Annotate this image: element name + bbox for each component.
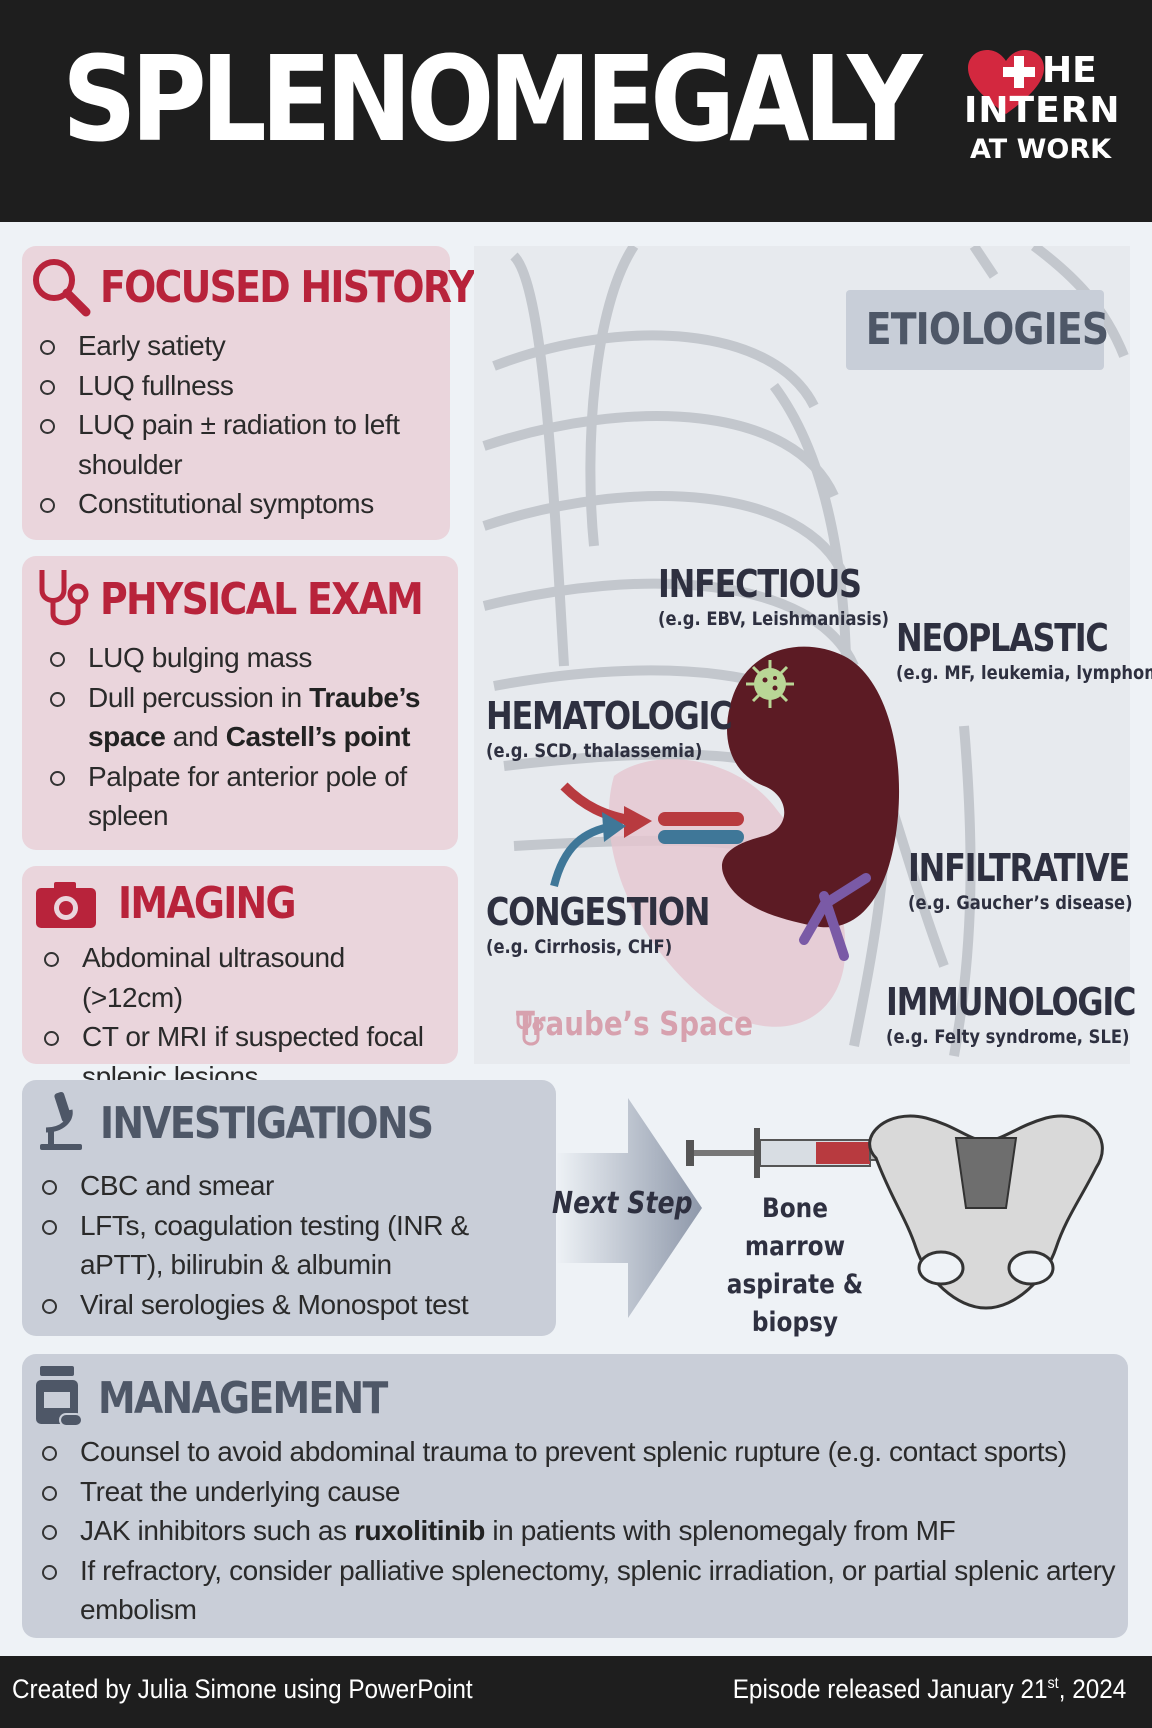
antibody-icon xyxy=(799,873,871,961)
management-title: MANAGEMENT xyxy=(98,1372,388,1424)
stethoscope-icon xyxy=(39,570,89,626)
etiology-hematologic: HEMATOLOGIC (e.g. SCD, thalassemia) xyxy=(486,694,733,762)
page-title: SPLENOMEGALY xyxy=(62,30,922,168)
pelvis-icon xyxy=(868,1114,1104,1310)
camera-icon xyxy=(36,881,96,928)
spleen-illustration xyxy=(722,646,900,928)
traubes-space-label: Traube’s Space xyxy=(516,1004,754,1043)
physical-exam-card: PHYSICAL EXAM LUQ bulging mass Dull perc… xyxy=(22,556,458,850)
next-step-arrow xyxy=(556,1098,702,1318)
history-list: Early satiety LUQ fullness LUQ pain ± ra… xyxy=(36,326,436,524)
virus-icon xyxy=(746,660,794,708)
bone-marrow-label: Bone marrow aspirate & biopsy xyxy=(726,1193,864,1338)
investigations-title: INVESTIGATIONS xyxy=(100,1097,434,1149)
imaging-card: IMAGING Abdominal ultrasound (>12cm) CT … xyxy=(22,866,458,1092)
investigations-card: INVESTIGATIONS CBC and smear LFTs, coagu… xyxy=(22,1080,556,1336)
the-intern-at-work-logo: HE INTERN AT WORK xyxy=(960,46,1120,176)
microscope-icon xyxy=(40,1091,82,1150)
list-item: Treat the underlying cause xyxy=(38,1472,1118,1512)
physical-exam-title: PHYSICAL EXAM xyxy=(100,573,424,625)
footer-release-date: Episode released January 21st, 2024 xyxy=(732,1674,1126,1704)
list-item: CT or MRI if suspected focal splenic les… xyxy=(40,1017,450,1096)
list-item: Dull percussion in Traube’s space and Ca… xyxy=(46,678,446,757)
etiology-infectious: INFECTIOUS (e.g. EBV, Leishmaniasis) xyxy=(658,562,890,630)
focused-history-title: FOCUSED HISTORY xyxy=(100,261,476,313)
heart-cross-icon xyxy=(968,50,1044,114)
header-bar: SPLENOMEGALY HE INTERN AT WORK xyxy=(0,0,1152,222)
logo-text-he: HE xyxy=(1042,50,1097,91)
next-step-label: Next Step xyxy=(552,1186,693,1221)
focused-history-card: FOCUSED HISTORY Early satiety LUQ fullne… xyxy=(22,246,476,540)
pill-bottle-icon xyxy=(36,1366,82,1427)
list-item: LUQ bulging mass xyxy=(46,638,446,678)
list-item: LFTs, coagulation testing (INR & aPTT), … xyxy=(38,1206,548,1285)
magnifier-icon xyxy=(33,259,91,317)
imaging-list: Abdominal ultrasound (>12cm) CT or MRI i… xyxy=(40,938,450,1096)
exam-list: LUQ bulging mass Dull percussion in Trau… xyxy=(46,638,446,836)
list-item: Viral serologies & Monospot test xyxy=(38,1285,548,1325)
list-item: Constitutional symptoms xyxy=(36,484,436,524)
etiology-congestion: CONGESTION (e.g. Cirrhosis, CHF) xyxy=(486,890,710,958)
management-list: Counsel to avoid abdominal trauma to pre… xyxy=(38,1432,1118,1630)
logo-text-at-work: AT WORK xyxy=(970,134,1112,165)
footer-bar: Created by Julia Simone using PowerPoint… xyxy=(0,1656,1152,1728)
list-item: LUQ fullness xyxy=(36,366,436,406)
etiology-infiltrative: INFILTRATIVE (e.g. Gaucher’s disease) xyxy=(908,846,1133,914)
ribcage-illustration xyxy=(482,246,1129,1057)
list-item: Early satiety xyxy=(36,326,436,366)
investigations-list: CBC and smear LFTs, coagulation testing … xyxy=(38,1166,548,1324)
footer-credit: Created by Julia Simone using PowerPoint xyxy=(12,1674,473,1704)
etiology-neoplastic: NEOPLASTIC (e.g. MF, leukemia, lymphoma) xyxy=(896,616,1152,684)
list-item: LUQ pain ± radiation to left shoulder xyxy=(36,405,436,484)
imaging-title: IMAGING xyxy=(118,878,297,929)
small-stethoscope-icon xyxy=(516,1012,544,1046)
etiology-immunologic: IMMUNOLOGIC (e.g. Felty syndrome, SLE) xyxy=(886,980,1136,1048)
etiologies-label: ETIOLOGIES xyxy=(846,290,1109,370)
list-item: CBC and smear xyxy=(38,1166,548,1206)
management-card: MANAGEMENT Counsel to avoid abdominal tr… xyxy=(22,1354,1128,1638)
list-item: Palpate for anterior pole of spleen xyxy=(46,757,446,836)
list-item: If refractory, consider palliative splen… xyxy=(38,1551,1118,1630)
etiologies-illustration xyxy=(474,246,1130,1064)
list-item: JAK inhibitors such as ruxolitinib in pa… xyxy=(38,1511,1118,1551)
list-item: Abdominal ultrasound (>12cm) xyxy=(40,938,450,1017)
logo-text-intern: INTERN xyxy=(964,90,1121,131)
list-item: Counsel to avoid abdominal trauma to pre… xyxy=(38,1432,1118,1472)
syringe-pelvis-illustration xyxy=(686,1114,1104,1310)
